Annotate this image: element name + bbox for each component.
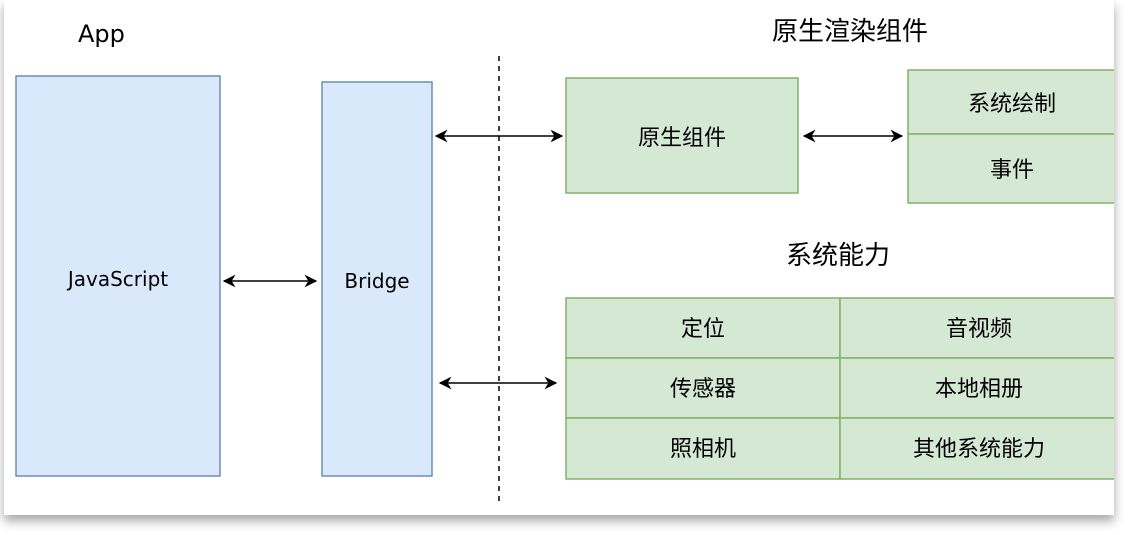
system-draw-label: 系统绘制	[968, 92, 1056, 117]
capability-cell: 其他系统能力	[839, 417, 1114, 480]
event-box: 事件	[907, 133, 1114, 204]
capability-label: 本地相册	[935, 377, 1023, 402]
system-capability-title: 系统能力	[786, 241, 890, 271]
native-render-title: 原生渲染组件	[772, 17, 928, 47]
capability-cell: 本地相册	[839, 357, 1114, 419]
javascript-label: JavaScript	[66, 267, 168, 291]
capability-grid: 定位 音视频 传感器 本地相册 照相机 其他系统能力	[565, 297, 1114, 480]
capability-label: 其他系统能力	[913, 437, 1045, 462]
native-component-box: 原生组件	[565, 77, 799, 194]
capability-label: 传感器	[670, 377, 736, 402]
capability-label: 音视频	[946, 317, 1012, 342]
capability-label: 定位	[681, 317, 725, 342]
native-component-label: 原生组件	[638, 126, 726, 151]
bridge-box: Bridge	[321, 81, 433, 477]
system-draw-box: 系统绘制	[907, 69, 1114, 135]
architecture-diagram: App 原生渲染组件 系统能力 JavaScript Bridge 原生组件	[15, 17, 1114, 502]
bridge-label: Bridge	[344, 269, 409, 293]
capability-label: 照相机	[670, 437, 736, 462]
capability-cell: 音视频	[839, 297, 1114, 359]
capability-cell: 定位	[565, 297, 841, 359]
javascript-box: JavaScript	[15, 75, 221, 477]
diagram-canvas: App 原生渲染组件 系统能力 JavaScript Bridge 原生组件	[4, 0, 1114, 515]
event-label: 事件	[990, 158, 1034, 183]
capability-cell: 照相机	[565, 417, 841, 480]
app-title: App	[78, 20, 125, 48]
capability-cell: 传感器	[565, 357, 841, 419]
